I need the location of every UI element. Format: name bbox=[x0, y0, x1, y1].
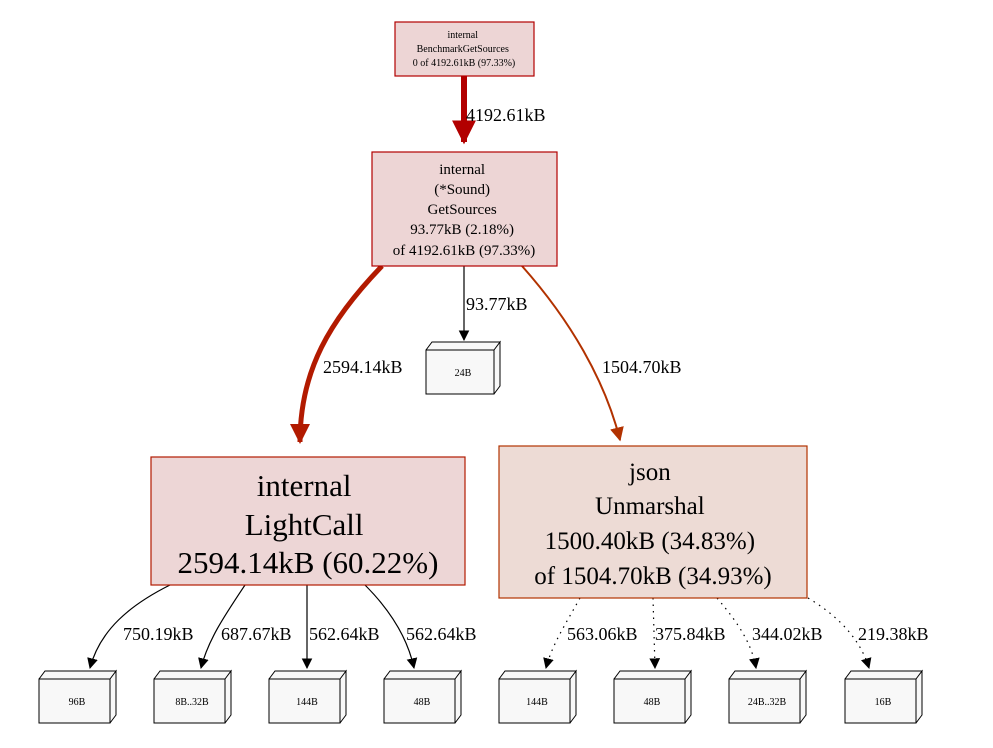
leaf-box bbox=[844, 669, 923, 724]
edge-unmarshal-to-144b: 563.06kB bbox=[543, 597, 638, 670]
node-benchmark-get-sources[interactable]: internal BenchmarkGetSources 0 of 4192.6… bbox=[394, 21, 535, 77]
node-label: internal LightCall 2594.14kB (60.22%) bbox=[178, 468, 439, 580]
edge-label: 344.02kB bbox=[752, 624, 823, 644]
node-box bbox=[150, 456, 466, 586]
edge-line bbox=[364, 584, 418, 670]
edge-label: 1504.70kB bbox=[602, 357, 682, 377]
node-box bbox=[394, 21, 535, 77]
node-label-line: (*Sound) bbox=[434, 182, 490, 198]
leaf-label: 24B bbox=[455, 368, 472, 379]
node-label-line: 93.77kB (2.18%) bbox=[410, 222, 514, 238]
edge-lightcall-to-48b: 562.64kB bbox=[364, 584, 477, 670]
edge-label: 93.77kB bbox=[466, 294, 528, 314]
leaf-box bbox=[383, 669, 462, 724]
edge-label: 219.38kB bbox=[858, 624, 929, 644]
edge-line bbox=[87, 584, 171, 670]
edge-unmarshal-to-24b-32b: 344.02kB bbox=[716, 597, 823, 670]
node-box bbox=[498, 445, 808, 599]
node-label-line: of 1504.70kB (34.93%) bbox=[534, 563, 771, 590]
leaf-node-96b[interactable]: 96B bbox=[38, 669, 117, 724]
edge-label: 687.67kB bbox=[221, 624, 292, 644]
leaf-label: 144B bbox=[526, 697, 548, 708]
leaf-node-144b[interactable]: 144B bbox=[498, 669, 577, 724]
edge-label: 4192.61kB bbox=[466, 105, 546, 125]
edge-unmarshal-to-48b: 375.84kB bbox=[649, 597, 726, 670]
edge-line bbox=[198, 584, 246, 670]
leaf-node-48b[interactable]: 48B bbox=[383, 669, 462, 724]
edge-unmarshal-to-16b: 219.38kB bbox=[807, 597, 929, 670]
leaf-node-24b-32b[interactable]: 24B..32B bbox=[728, 669, 807, 724]
edge-getsources-to-lightcall: 2594.14kB bbox=[290, 264, 403, 444]
edges: 4192.61kB 93.77kB 2594.14kB 1504.70kB 75… bbox=[87, 76, 929, 670]
edge-benchmark-to-getsources: 4192.61kB bbox=[452, 76, 546, 145]
leaf-box bbox=[153, 669, 232, 724]
node-box bbox=[371, 151, 558, 267]
node-label-line: Unmarshal bbox=[595, 493, 705, 520]
leaf-nodes: 24B 96B 8B..32B 144B 48B 144B 48B 24B.. bbox=[38, 340, 923, 724]
leaf-label: 16B bbox=[875, 697, 892, 708]
node-label-line: 0 of 4192.61kB (97.33%) bbox=[413, 58, 516, 69]
node-label: internal BenchmarkGetSources 0 of 4192.6… bbox=[413, 30, 516, 69]
edge-label: 562.64kB bbox=[406, 624, 477, 644]
leaf-node-48b[interactable]: 48B bbox=[613, 669, 692, 724]
leaf-label: 8B..32B bbox=[175, 697, 209, 708]
node-label: internal (*Sound) GetSources 93.77kB (2.… bbox=[393, 162, 536, 259]
leaf-label: 48B bbox=[414, 697, 431, 708]
leaf-box bbox=[613, 669, 692, 724]
node-light-call[interactable]: internal LightCall 2594.14kB (60.22%) bbox=[150, 456, 466, 586]
leaf-box bbox=[425, 340, 501, 395]
edge-label: 750.19kB bbox=[123, 624, 194, 644]
leaf-box bbox=[728, 669, 807, 724]
node-get-sources[interactable]: internal (*Sound) GetSources 93.77kB (2.… bbox=[371, 151, 558, 267]
leaf-box bbox=[38, 669, 117, 724]
edge-label: 562.64kB bbox=[309, 624, 380, 644]
leaf-box bbox=[268, 669, 347, 724]
node-label-line: internal bbox=[447, 30, 478, 41]
leaf-node-16b[interactable]: 16B bbox=[844, 669, 923, 724]
edge-label: 563.06kB bbox=[567, 624, 638, 644]
node-label-line: json bbox=[628, 459, 671, 486]
node-label-line: 2594.14kB (60.22%) bbox=[178, 545, 439, 580]
node-label-line: GetSources bbox=[428, 202, 497, 218]
edge-lightcall-to-144b: 562.64kB bbox=[301, 585, 380, 670]
leaf-label: 96B bbox=[69, 697, 86, 708]
node-label-line: internal bbox=[439, 162, 485, 178]
node-label-line: of 4192.61kB (97.33%) bbox=[393, 243, 536, 259]
node-unmarshal[interactable]: json Unmarshal 1500.40kB (34.83%) of 150… bbox=[498, 445, 808, 599]
edge-getsources-to-24b: 93.77kB bbox=[458, 266, 528, 342]
node-label-line: internal bbox=[257, 468, 352, 503]
edge-label: 2594.14kB bbox=[323, 357, 403, 377]
leaf-node-144b[interactable]: 144B bbox=[268, 669, 347, 724]
edge-lightcall-to-8b-32b: 687.67kB bbox=[198, 584, 292, 670]
leaf-label: 24B..32B bbox=[748, 697, 787, 708]
edge-lightcall-to-96b: 750.19kB bbox=[87, 584, 194, 670]
edge-line bbox=[290, 264, 384, 444]
edge-label: 375.84kB bbox=[655, 624, 726, 644]
node-label: json Unmarshal 1500.40kB (34.83%) of 150… bbox=[534, 459, 771, 590]
leaf-label: 144B bbox=[296, 697, 318, 708]
leaf-node-24b[interactable]: 24B bbox=[425, 340, 501, 395]
edge-line bbox=[521, 265, 624, 442]
edge-getsources-to-unmarshal: 1504.70kB bbox=[521, 265, 682, 442]
leaf-box bbox=[498, 669, 577, 724]
leaf-node-8b-32b[interactable]: 8B..32B bbox=[153, 669, 232, 724]
leaf-label: 48B bbox=[644, 697, 661, 708]
node-label-line: 1500.40kB (34.83%) bbox=[545, 528, 755, 555]
node-label-line: LightCall bbox=[245, 507, 364, 542]
node-label-line: BenchmarkGetSources bbox=[417, 44, 509, 55]
